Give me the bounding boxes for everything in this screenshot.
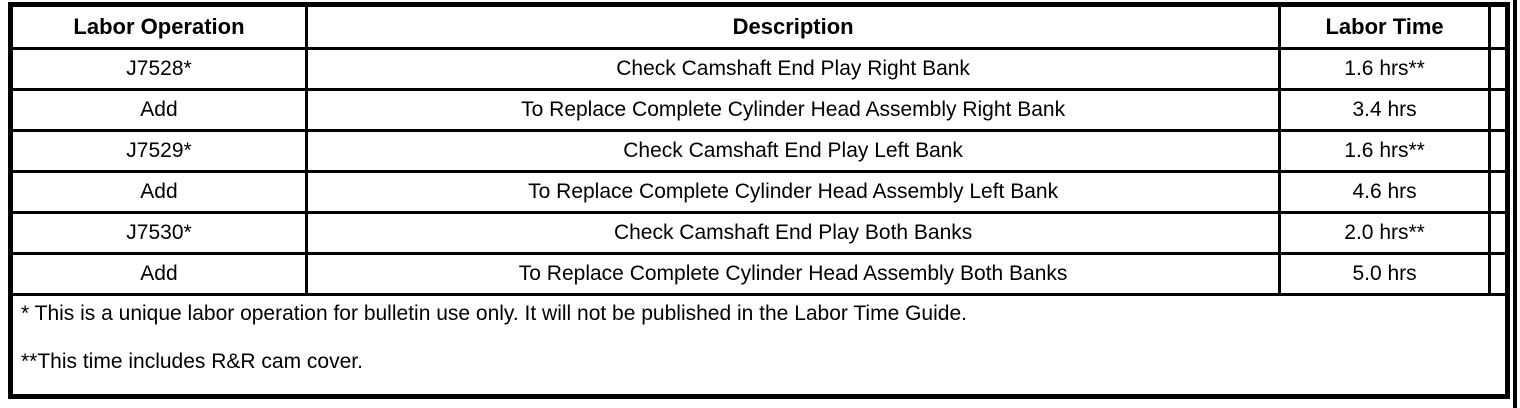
footnote-double-asterisk: **This time includes R&R cam cover. [21,350,363,373]
page-border-right-line [1513,0,1517,408]
gutter-cell [1487,88,1510,132]
labor-operation-cell: J7528* [9,47,308,91]
description-cell: Check Camshaft End Play Left Bank [304,129,1282,173]
header-labor-operation: Labor Operation [9,3,308,50]
footnote-asterisk: * This is a unique labor operation for b… [21,302,967,325]
labor-time-cell: 1.6 hrs** [1278,129,1491,173]
labor-time-table: Labor Operation Description Labor Time J… [8,2,1510,399]
footnote-area: * This is a unique labor operation for b… [9,293,1509,398]
table-row: J7530* Check Camshaft End Play Both Bank… [9,211,1510,255]
labor-time-cell: 5.0 hrs [1278,252,1491,296]
description-cell: Check Camshaft End Play Right Bank [304,47,1282,91]
gutter-cell [1487,129,1510,173]
gutter-cell [1487,252,1510,296]
table-row: J7529* Check Camshaft End Play Left Bank… [9,129,1510,173]
gutter-cell [1487,170,1510,214]
description-cell: To Replace Complete Cylinder Head Assemb… [304,252,1282,296]
labor-operation-cell: Add [9,252,308,296]
labor-time-cell: 2.0 hrs** [1278,211,1491,255]
header-description: Description [304,3,1282,50]
table-row: Add To Replace Complete Cylinder Head As… [9,170,1510,214]
description-cell: Check Camshaft End Play Both Banks [304,211,1282,255]
labor-time-cell: 4.6 hrs [1278,170,1491,214]
table-row: Add To Replace Complete Cylinder Head As… [9,88,1510,132]
description-cell: To Replace Complete Cylinder Head Assemb… [304,170,1282,214]
table-row: Add To Replace Complete Cylinder Head As… [9,252,1510,296]
table-row: J7528* Check Camshaft End Play Right Ban… [9,47,1510,91]
header-labor-time: Labor Time [1278,3,1491,50]
header-row: Labor Operation Description Labor Time [9,3,1510,50]
description-cell: To Replace Complete Cylinder Head Assemb… [304,88,1282,132]
labor-operation-cell: J7529* [9,129,308,173]
labor-operation-cell: J7530* [9,211,308,255]
gutter-cell [1487,211,1510,255]
labor-time-cell: 3.4 hrs [1278,88,1491,132]
labor-operation-cell: Add [9,170,308,214]
header-gutter-cell [1487,3,1510,50]
labor-operation-cell: Add [9,88,308,132]
labor-time-cell: 1.6 hrs** [1278,47,1491,91]
gutter-cell [1487,47,1510,91]
footnote-row: * This is a unique labor operation for b… [9,293,1509,398]
